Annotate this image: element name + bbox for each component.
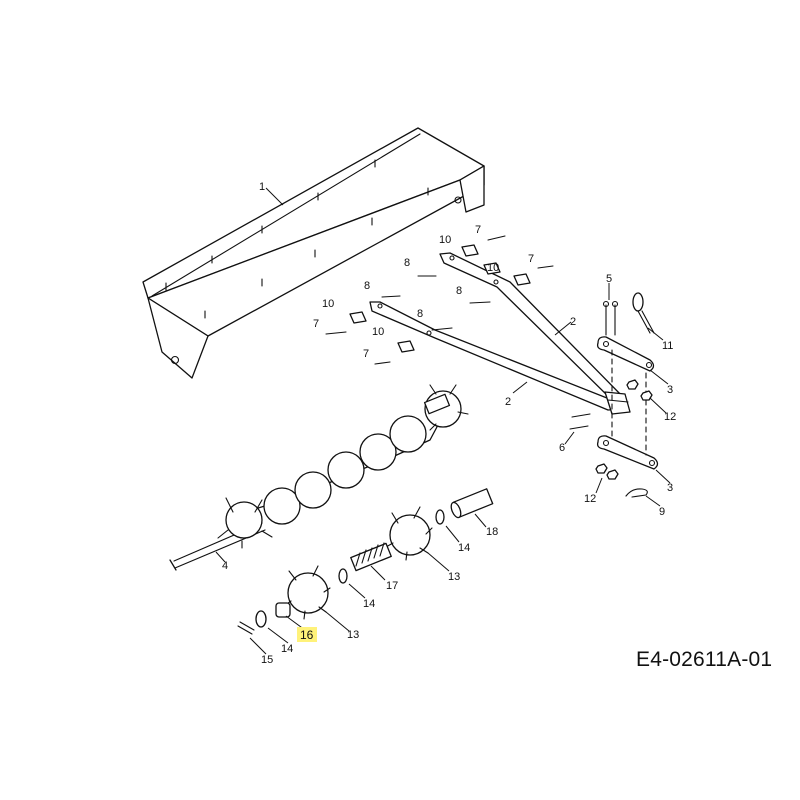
label-8: 8 xyxy=(404,257,410,269)
label-10: 10 xyxy=(439,234,451,246)
leader-lines xyxy=(215,187,671,655)
label-15: 15 xyxy=(261,654,273,666)
label-11: 11 xyxy=(662,340,673,352)
coil-spring xyxy=(350,542,392,572)
label-7: 7 xyxy=(313,318,319,330)
label-1: 1 xyxy=(259,181,265,193)
label-17: 17 xyxy=(386,580,398,592)
label-14: 14 xyxy=(363,598,375,610)
label-3: 3 xyxy=(667,384,673,396)
label-13: 13 xyxy=(448,571,460,583)
label-18: 18 xyxy=(486,526,498,538)
aerator-roller xyxy=(169,384,469,571)
star-tine-wheel xyxy=(225,390,462,539)
label-2: 2 xyxy=(570,316,576,328)
label-6: 6 xyxy=(559,442,565,454)
label-12: 12 xyxy=(584,493,596,505)
label-7: 7 xyxy=(363,348,369,360)
cotter-pin xyxy=(237,621,255,635)
label-7: 7 xyxy=(528,253,534,265)
label-2: 2 xyxy=(505,396,511,408)
label-3: 3 xyxy=(667,482,673,494)
label-12: 12 xyxy=(664,411,676,423)
label-4: 4 xyxy=(222,560,228,572)
spacer-tube xyxy=(450,488,494,519)
weight-tray xyxy=(142,127,485,379)
part-labels: 1 2 2 3 3 4 5 6 7 7 7 7 8 8 8 8 9 10 10 … xyxy=(222,181,676,666)
label-10: 10 xyxy=(487,262,499,274)
roller-end-parts xyxy=(237,488,494,635)
label-8: 8 xyxy=(364,280,370,292)
hitch-assembly xyxy=(569,292,659,498)
label-8: 8 xyxy=(417,308,423,320)
label-16-highlight xyxy=(297,627,317,642)
label-13: 13 xyxy=(347,629,359,641)
label-14: 14 xyxy=(281,643,293,655)
star-tine-wheel xyxy=(283,506,433,620)
tongue-hardware xyxy=(325,235,554,365)
label-10: 10 xyxy=(322,298,334,310)
tow-tongue xyxy=(369,252,631,415)
label-5: 5 xyxy=(606,273,612,285)
label-14: 14 xyxy=(458,542,470,554)
label-7: 7 xyxy=(475,224,481,236)
drawing-id: E4-02611A-01 xyxy=(636,648,773,671)
label-8: 8 xyxy=(456,285,462,297)
label-16: 16 xyxy=(300,628,314,642)
label-10: 10 xyxy=(372,326,384,338)
label-9: 9 xyxy=(659,506,665,518)
